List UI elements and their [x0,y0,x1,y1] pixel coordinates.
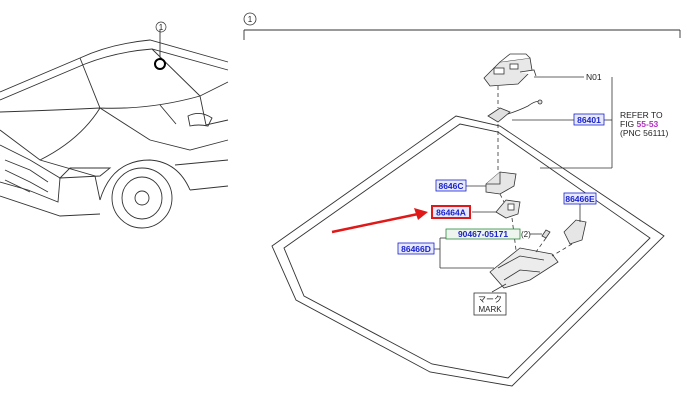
refer-line3: (PNC 56111) [620,128,669,138]
refer-line2: FIG 55-53 [620,119,659,129]
part-n01-shape[interactable] [483,53,537,87]
part-86466e-shape[interactable] [563,219,587,245]
part-86401-shape[interactable] [487,99,543,123]
part-link-86401[interactable]: 86401 [573,113,605,126]
refer-line1: REFER TO [620,110,663,120]
group-callout-number: 1 [248,15,253,24]
location-marker [154,58,166,70]
highlight-arrow [331,208,428,234]
group-callout-circle [243,12,257,26]
label-n01: N01 [586,72,602,82]
group-bracket [243,29,681,40]
part-90467-qty: (2) [521,230,531,239]
refer-fig-prefix: FIG [620,119,637,129]
part-number-86466e[interactable]: 86466E [565,194,595,204]
part-number-90467[interactable]: 90467-05171 [458,229,508,239]
part-link-86464a[interactable]: 86464A [431,205,471,219]
mark-label-jp: マーク [478,295,502,304]
leader-lines [434,76,613,293]
part-number-86466d[interactable]: 86466D [401,244,431,254]
part-number-86401[interactable]: 86401 [577,115,601,125]
part-link-86466e[interactable]: 86466E [563,192,597,205]
part-number-8646c[interactable]: 8646C [438,181,463,191]
part-86466d-shape[interactable] [489,247,559,289]
part-86464a-shape[interactable] [495,199,521,219]
part-link-86466d[interactable]: 86466D [397,242,435,255]
part-link-8646c[interactable]: 8646C [435,179,467,192]
windshield-glass [271,115,665,387]
part-number-86464a[interactable]: 86464A [436,208,466,218]
mark-label: マーク MARK [473,292,507,316]
part-link-90467[interactable]: 90467-05171 [445,228,521,240]
vehicle-callout-number: 1 [159,23,164,32]
vehicle-illustration [0,39,229,229]
mark-label-en: MARK [478,305,502,314]
part-8646c-shape[interactable] [485,171,517,195]
refer-fig-link[interactable]: 55-53 [637,119,659,129]
part-90467-shape[interactable] [541,229,551,239]
vehicle-callout-circle [155,21,167,33]
